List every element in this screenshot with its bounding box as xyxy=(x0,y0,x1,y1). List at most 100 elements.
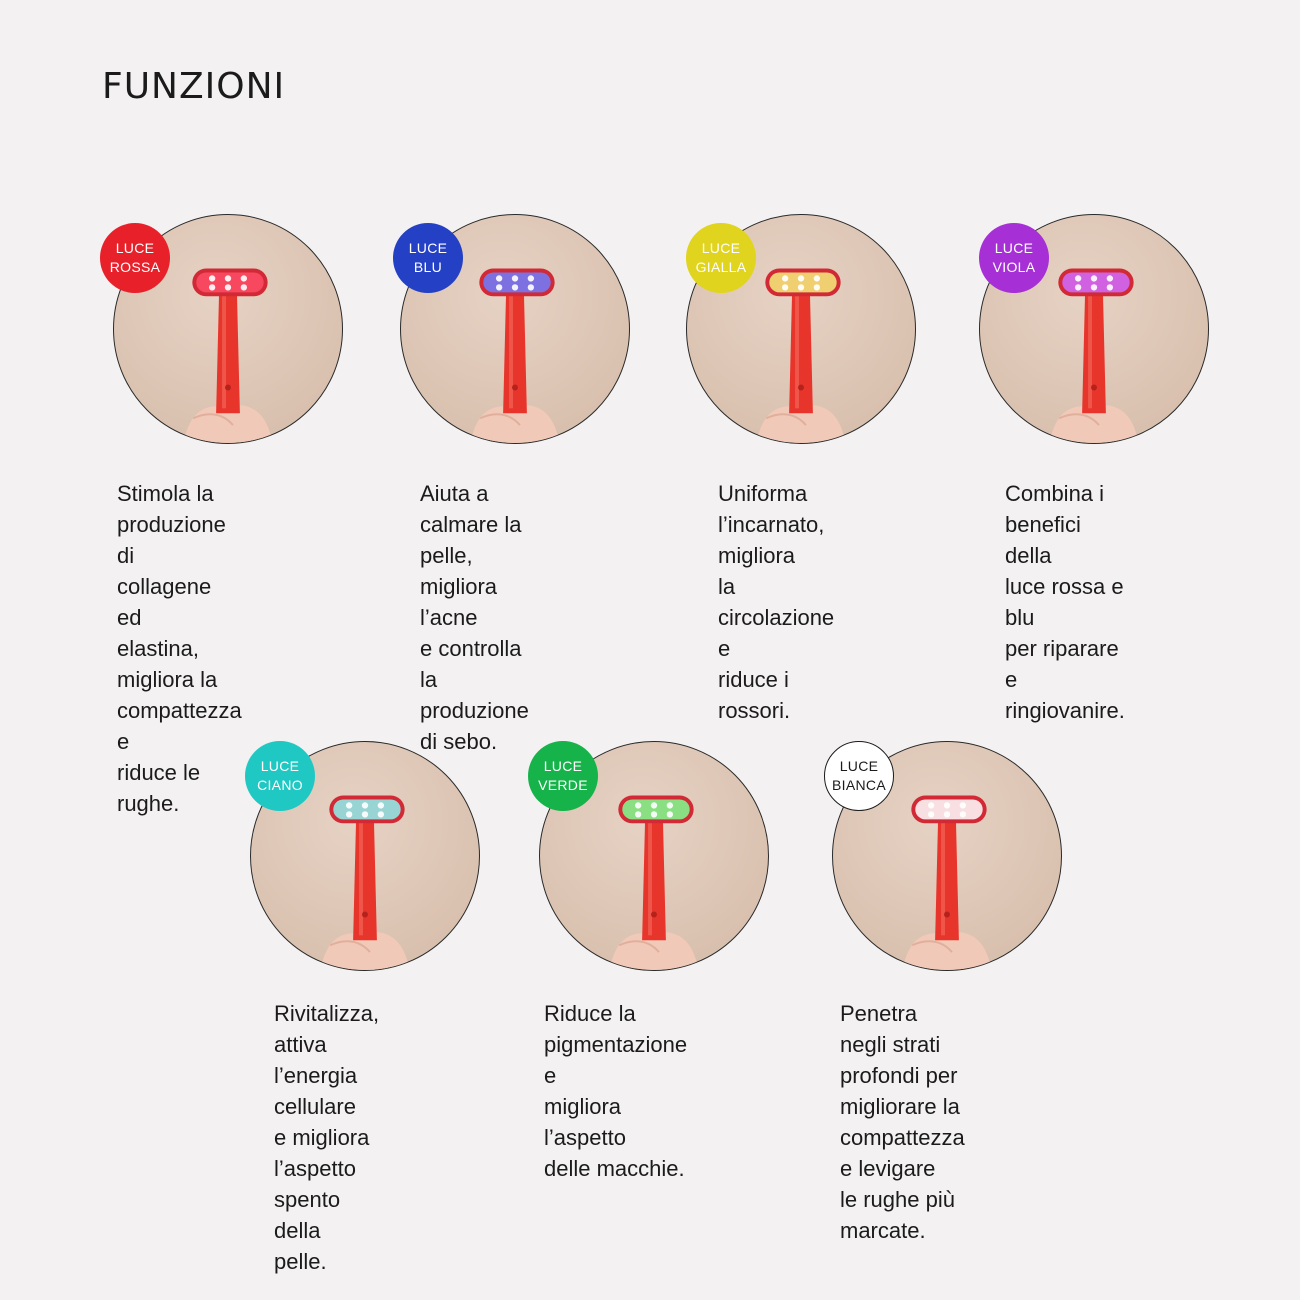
led-dot xyxy=(495,275,503,282)
wand-handle xyxy=(1082,292,1106,414)
wand-highlight xyxy=(648,821,653,936)
wand-button xyxy=(1091,384,1097,391)
led-dot xyxy=(377,802,385,809)
led-dot xyxy=(1074,275,1082,282)
wand-handle xyxy=(503,292,527,414)
badge-line1: LUCE xyxy=(994,240,1034,256)
wand-illustration xyxy=(470,268,560,443)
wand-handle xyxy=(789,292,813,414)
badge-line2: CIANO xyxy=(257,777,303,793)
badge-line2: VERDE xyxy=(538,777,588,793)
led-dot xyxy=(927,802,935,809)
badge-blue: LUCE BLU xyxy=(393,223,463,293)
badge-green: LUCE VERDE xyxy=(528,741,598,811)
wand-button xyxy=(944,911,950,918)
wand-illustration xyxy=(1049,268,1139,443)
wand-handle xyxy=(935,819,959,941)
badge-line1: LUCE xyxy=(839,758,879,774)
led-dot xyxy=(797,275,805,282)
led-dot xyxy=(240,284,248,291)
wand-handle xyxy=(216,292,240,414)
finger-line xyxy=(911,940,953,953)
led-dot xyxy=(634,802,642,809)
wand-button xyxy=(362,911,368,918)
wand-button xyxy=(798,384,804,391)
finger-line xyxy=(479,413,521,426)
product-photo-cyan xyxy=(250,741,480,971)
led-dot xyxy=(240,275,248,282)
led-dot xyxy=(1090,275,1098,282)
finger-line xyxy=(618,940,660,953)
led-dot xyxy=(943,802,951,809)
led-dot xyxy=(511,275,519,282)
badge-line2: ROSSA xyxy=(109,259,161,275)
wand-highlight xyxy=(359,821,364,936)
badge-line1: LUCE xyxy=(701,240,741,256)
led-dot xyxy=(813,275,821,282)
product-photo-blue xyxy=(400,214,630,444)
led-dot xyxy=(666,802,674,809)
led-dot xyxy=(1106,284,1114,291)
led-dot xyxy=(208,284,216,291)
finger-line xyxy=(192,413,234,426)
led-dot xyxy=(208,275,216,282)
led-dot xyxy=(495,284,503,291)
led-dot xyxy=(943,811,951,818)
led-dot xyxy=(377,811,385,818)
page-title: FUNZIONI xyxy=(102,66,286,107)
led-dot xyxy=(224,275,232,282)
wand-illustration xyxy=(320,795,410,970)
led-dot xyxy=(927,811,935,818)
wand-highlight xyxy=(941,821,946,936)
led-dot xyxy=(527,275,535,282)
finger-line xyxy=(1058,413,1100,426)
led-dot xyxy=(1090,284,1098,291)
led-dot xyxy=(361,802,369,809)
led-dot xyxy=(781,284,789,291)
wand-highlight xyxy=(1088,294,1093,409)
finger-line xyxy=(329,940,371,953)
wand-handle xyxy=(642,819,666,941)
wand-button xyxy=(651,911,657,918)
badge-yellow: LUCE GIALLA xyxy=(686,223,756,293)
feature-description-cyan: Rivitalizza, attiva l’energia cellulare … xyxy=(274,1001,380,1274)
badge-line1: LUCE xyxy=(543,758,583,774)
badge-line2: BIANCA xyxy=(832,777,886,793)
wand-illustration xyxy=(756,268,846,443)
wand-highlight xyxy=(222,294,227,409)
wand-highlight xyxy=(509,294,514,409)
product-photo-green xyxy=(539,741,769,971)
led-dot xyxy=(650,802,658,809)
led-dot xyxy=(345,811,353,818)
led-dot xyxy=(959,811,967,818)
badge-line2: GIALLA xyxy=(695,259,747,275)
led-dot xyxy=(813,284,821,291)
wand-illustration xyxy=(902,795,992,970)
led-dot xyxy=(224,284,232,291)
led-dot xyxy=(781,275,789,282)
led-dot xyxy=(959,802,967,809)
led-dot xyxy=(345,802,353,809)
led-dot xyxy=(1106,275,1114,282)
wand-handle xyxy=(353,819,377,941)
badge-white: LUCE BIANCA xyxy=(824,741,894,811)
finger-line xyxy=(765,413,807,426)
led-dot xyxy=(666,811,674,818)
led-dot xyxy=(634,811,642,818)
wand-illustration xyxy=(609,795,699,970)
feature-description-blue: Aiuta a calmare la pelle, migliora l’acn… xyxy=(420,481,529,754)
led-dot xyxy=(797,284,805,291)
feature-description-white: Penetra negli strati profondi per miglio… xyxy=(840,1001,965,1243)
badge-line2: BLU xyxy=(413,259,443,275)
wand-highlight xyxy=(795,294,800,409)
led-dot xyxy=(1074,284,1082,291)
wand-button xyxy=(512,384,518,391)
product-photo-white xyxy=(832,741,1062,971)
badge-line1: LUCE xyxy=(260,758,300,774)
badge-line1: LUCE xyxy=(408,240,448,256)
wand-button xyxy=(225,384,231,391)
wand-illustration xyxy=(183,268,273,443)
led-dot xyxy=(650,811,658,818)
